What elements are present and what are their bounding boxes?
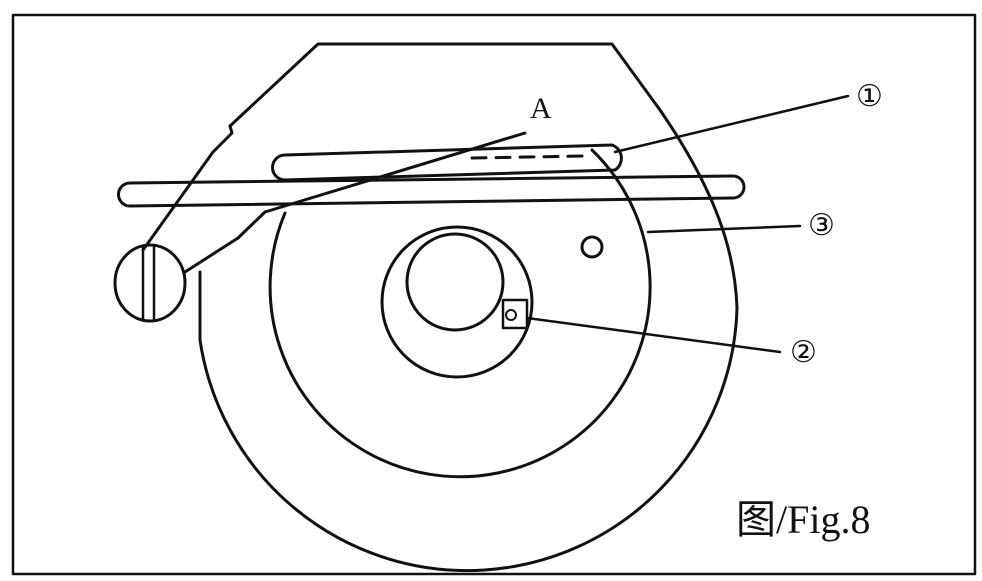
outer-housing — [198, 42, 739, 573]
upper-slot-bar — [271, 143, 623, 182]
leader-line-2 — [525, 316, 782, 354]
inner-ring — [380, 225, 534, 379]
small-hole — [580, 235, 604, 259]
middle-disc — [268, 148, 652, 479]
callout-3-label: ③ — [808, 208, 835, 243]
hidden-line — [470, 154, 587, 160]
figure-caption: 图/Fig.8 — [736, 497, 871, 542]
point-a-label: A — [530, 92, 552, 125]
callout-2-label: ② — [790, 335, 817, 370]
leader-line-3 — [646, 224, 802, 234]
cover-plate — [141, 124, 234, 252]
leader-line-1 — [613, 94, 850, 154]
hub-bore — [405, 232, 505, 332]
long-rod — [117, 174, 746, 208]
adjust-knob — [113, 243, 187, 323]
lever-arm — [183, 131, 527, 274]
figure-frame — [11, 13, 977, 576]
callout-1-label: ① — [856, 79, 883, 114]
set-screw-head — [505, 309, 517, 321]
set-screw — [501, 298, 529, 330]
